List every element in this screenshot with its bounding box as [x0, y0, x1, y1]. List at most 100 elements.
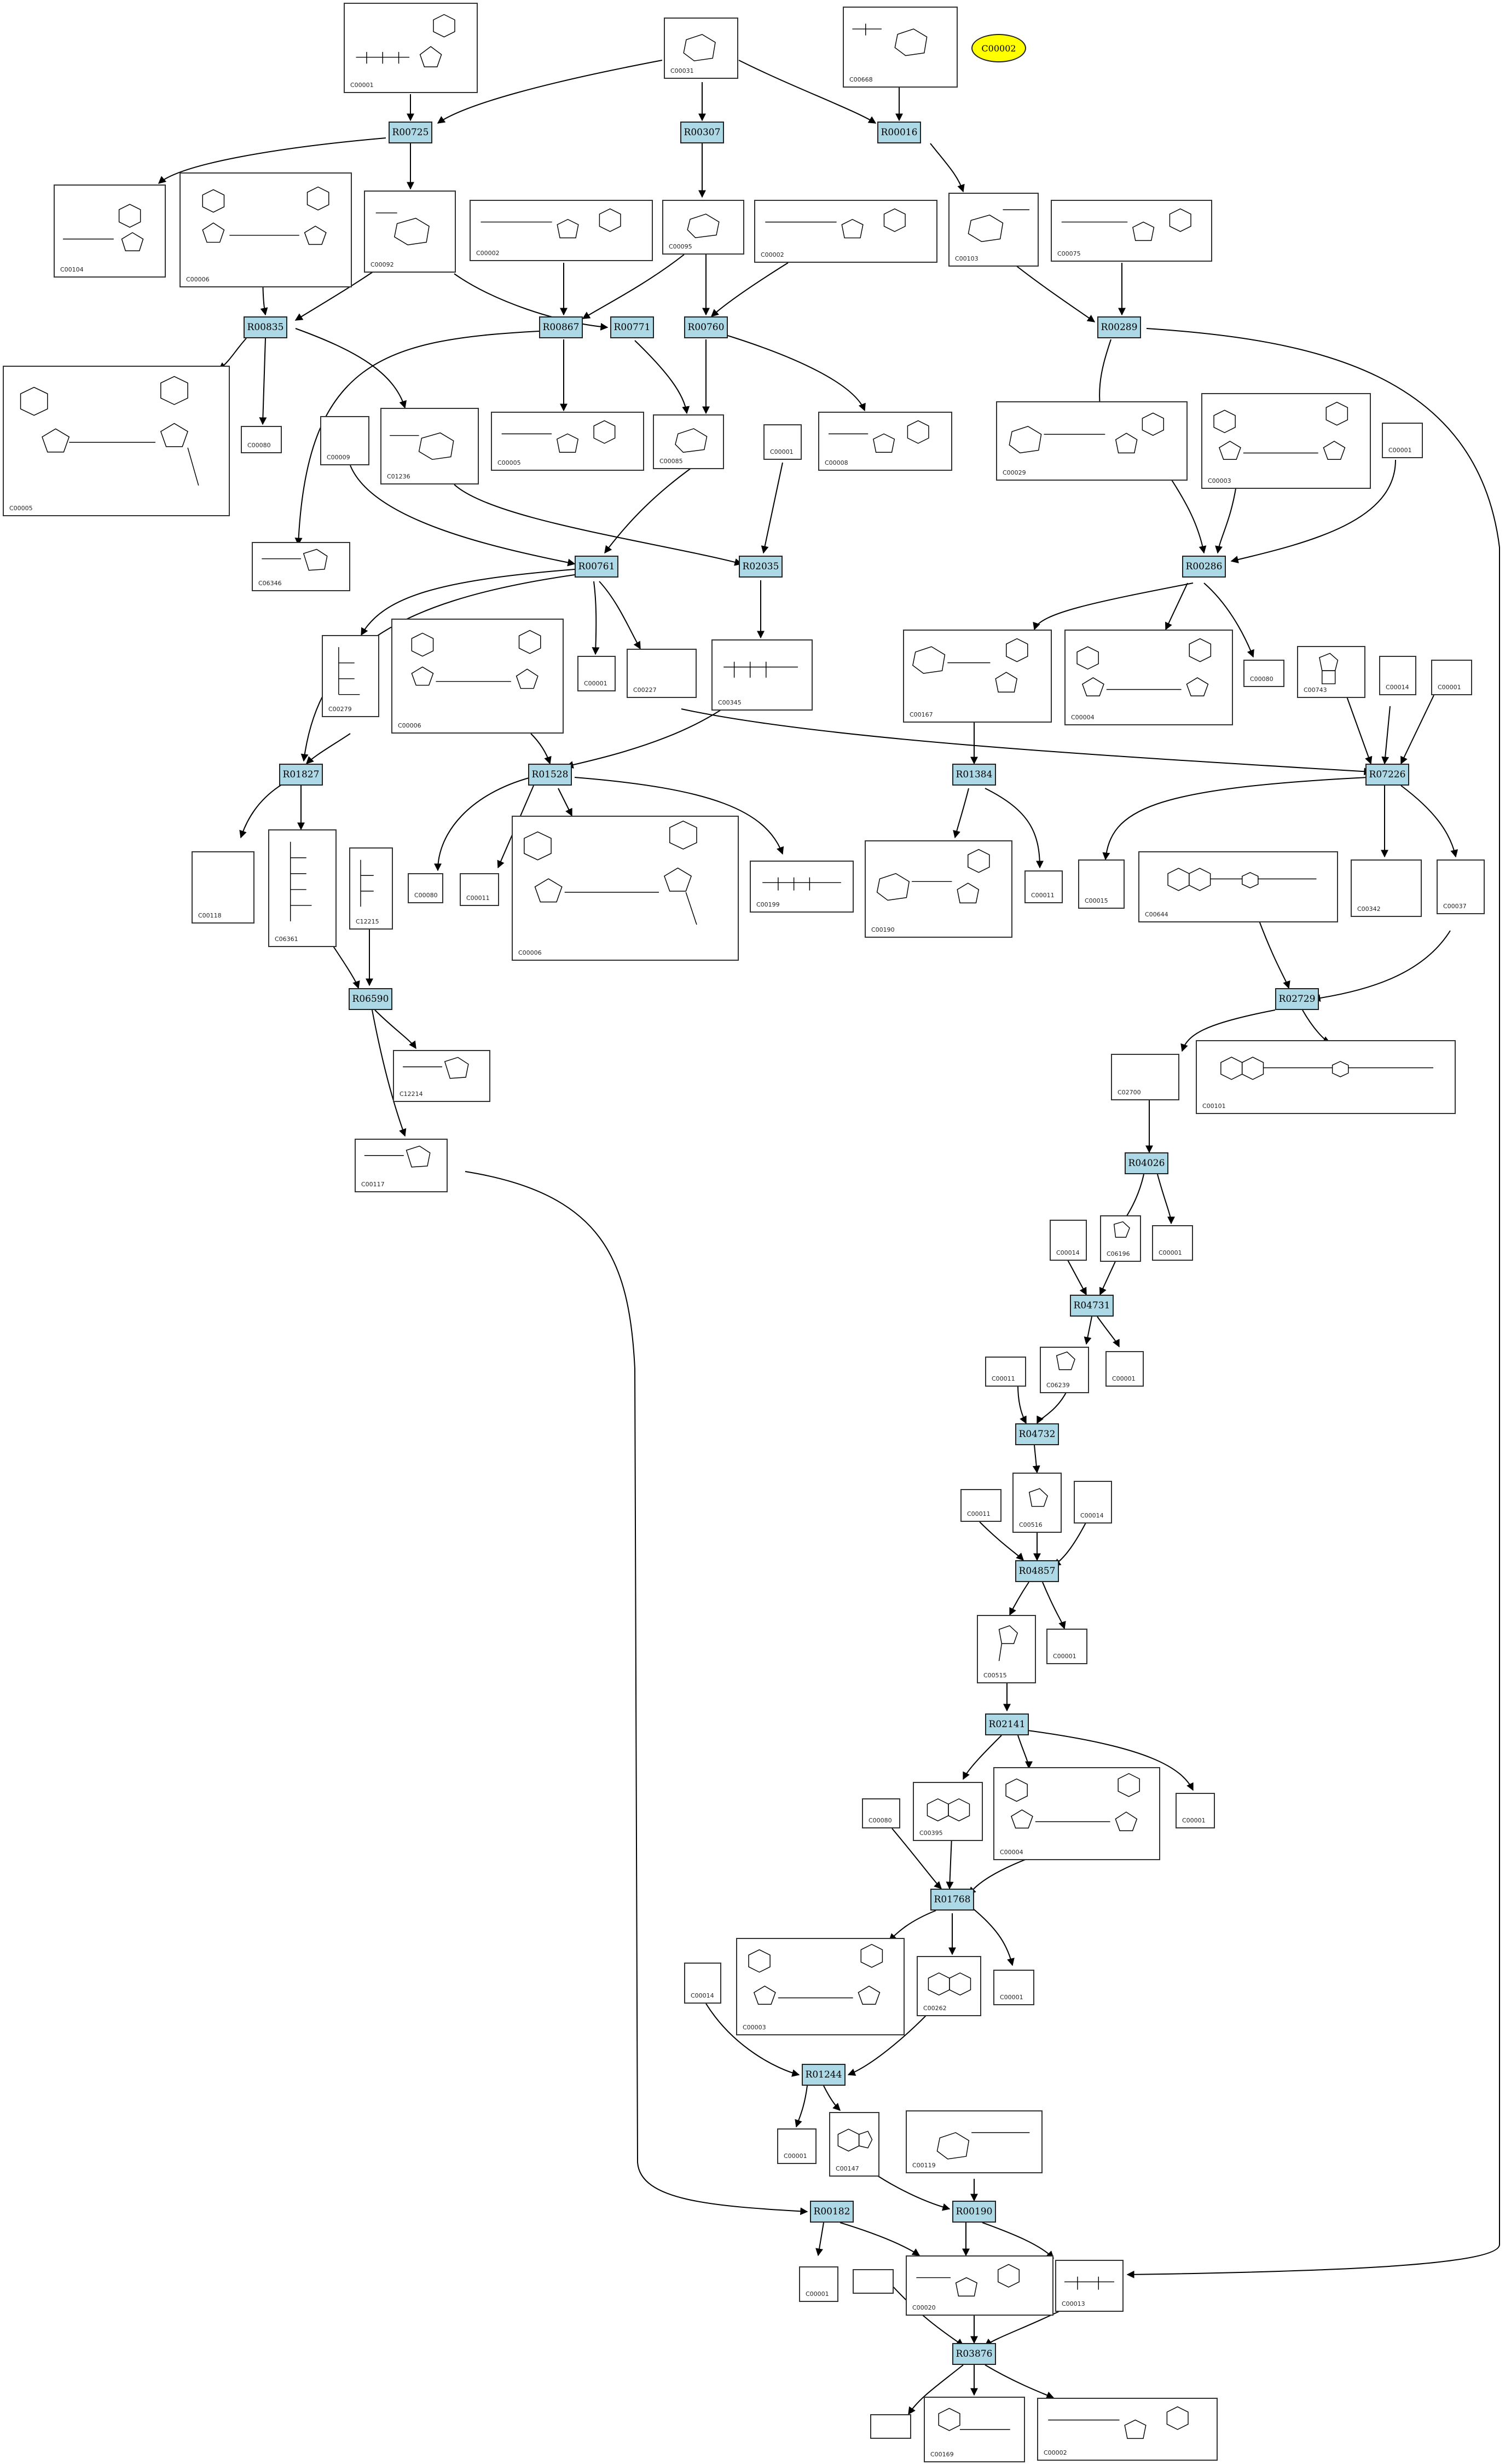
reaction-node[interactable]: R01384 — [952, 764, 996, 786]
compound-node[interactable]: C00029 — [996, 401, 1188, 481]
compound-node[interactable]: C00011 — [985, 1357, 1026, 1387]
reaction-node[interactable]: R06590 — [349, 988, 392, 1010]
compound-node[interactable]: C00002 — [470, 200, 653, 261]
compound-node[interactable]: C00006 — [391, 619, 564, 734]
compound-node[interactable]: C00119 — [906, 2110, 1043, 2173]
reaction-node[interactable]: R00286 — [1182, 556, 1226, 578]
reaction-node[interactable]: R00835 — [244, 316, 287, 338]
reaction-node[interactable]: R03876 — [952, 2343, 996, 2365]
reaction-node[interactable]: R00761 — [575, 556, 618, 578]
compound-node[interactable]: C00011 — [1024, 870, 1063, 903]
compound-node[interactable]: C00003 — [736, 1938, 905, 2035]
compound-node[interactable]: C00001 — [777, 2128, 817, 2164]
compound-node[interactable]: C00092 — [364, 191, 456, 273]
compound-node[interactable]: C00743 — [1297, 646, 1365, 698]
compound-node[interactable]: C00118 — [192, 851, 254, 924]
compound-node[interactable]: C00001 — [799, 2266, 838, 2302]
compound-node[interactable]: C06196 — [1100, 1215, 1141, 1262]
reaction-node[interactable]: R01528 — [528, 764, 572, 786]
reaction-node[interactable]: R00289 — [1097, 316, 1141, 338]
compound-node[interactable]: C00001 — [1152, 1225, 1193, 1261]
compound-node[interactable]: C00013 — [1055, 2260, 1124, 2312]
compound-node[interactable]: C00395 — [913, 1782, 983, 1841]
compound-node[interactable]: C00227 — [627, 649, 697, 698]
compound-node[interactable]: C00080 — [408, 873, 443, 903]
compound-node[interactable]: C06239 — [1040, 1347, 1089, 1393]
reaction-node[interactable]: R02141 — [985, 1713, 1029, 1735]
compound-node[interactable]: C00001 — [1105, 1351, 1144, 1387]
compound-node[interactable]: C00342 — [1351, 859, 1422, 917]
reaction-node[interactable]: R02729 — [1275, 988, 1319, 1010]
compound-node[interactable] — [853, 2269, 894, 2294]
compound-node[interactable]: C00006 — [512, 816, 739, 961]
reaction-node[interactable]: R02035 — [739, 556, 783, 578]
compound-node[interactable]: C00001 — [1046, 1629, 1087, 1664]
compound-node[interactable]: C12215 — [349, 847, 393, 930]
compound-node[interactable] — [870, 2414, 911, 2439]
compound-node[interactable]: C00005 — [3, 366, 230, 516]
reaction-node[interactable]: R00760 — [684, 316, 728, 338]
compound-node[interactable]: C00085 — [653, 414, 724, 469]
reaction-node[interactable]: R01768 — [930, 1889, 974, 1911]
compound-node[interactable]: C06346 — [252, 542, 350, 591]
reaction-node[interactable]: R04857 — [1015, 1560, 1059, 1582]
compound-node[interactable]: C00075 — [1051, 200, 1212, 262]
compound-node[interactable]: C00014 — [684, 1963, 721, 2004]
compound-node[interactable]: C00014 — [1050, 1220, 1087, 1261]
reaction-node[interactable]: R00867 — [539, 316, 583, 338]
reaction-node[interactable]: R00182 — [810, 2201, 854, 2223]
compound-node[interactable]: C00020 — [906, 2255, 1053, 2316]
compound-node[interactable]: C00516 — [1012, 1473, 1062, 1533]
compound-node[interactable]: C06361 — [268, 829, 337, 947]
compound-node[interactable]: C00001 — [577, 656, 616, 691]
compound-node[interactable]: C00001 — [1382, 423, 1423, 458]
compound-node[interactable]: C00002 — [754, 200, 937, 263]
compound-node[interactable]: C00345 — [711, 639, 813, 711]
compound-node[interactable]: C00001 — [344, 3, 478, 93]
compound-node[interactable]: C00014 — [1379, 656, 1416, 695]
reaction-node[interactable]: R00016 — [877, 122, 921, 143]
compound-node[interactable]: C00008 — [818, 412, 952, 471]
compound-node[interactable]: C00169 — [924, 2397, 1025, 2462]
compound-node[interactable]: C00190 — [865, 840, 1012, 938]
compound-node[interactable]: C00037 — [1437, 859, 1485, 914]
compound-node[interactable]: C00167 — [903, 630, 1052, 723]
compound-node[interactable]: C00003 — [1201, 393, 1371, 489]
compound-node[interactable]: C00080 — [862, 1798, 900, 1828]
reaction-node[interactable]: R01244 — [802, 2064, 846, 2086]
compound-node[interactable]: C00104 — [54, 184, 166, 278]
compound-node[interactable]: C00011 — [460, 873, 499, 906]
reaction-node[interactable]: R01827 — [279, 764, 323, 786]
compound-node[interactable]: C00199 — [750, 861, 854, 913]
compound-node[interactable]: C00011 — [960, 1489, 1001, 1522]
compound-node[interactable]: C00002 — [1037, 2398, 1218, 2461]
compound-node[interactable]: C00103 — [948, 193, 1039, 267]
compound-node[interactable]: C00004 — [993, 1767, 1160, 1860]
reaction-node[interactable]: R00190 — [952, 2201, 996, 2223]
compound-node[interactable]: C00014 — [1074, 1481, 1112, 1524]
compound-node[interactable]: C00004 — [1064, 630, 1233, 725]
reaction-node[interactable]: R00771 — [610, 316, 654, 338]
reaction-node[interactable]: R04731 — [1070, 1295, 1114, 1317]
compound-node[interactable]: C00101 — [1196, 1040, 1456, 1114]
compound-node[interactable]: C00009 — [320, 416, 369, 465]
compound-node[interactable]: C12214 — [393, 1050, 490, 1102]
compound-node[interactable]: C00015 — [1078, 859, 1125, 909]
reaction-node[interactable]: R04026 — [1125, 1152, 1168, 1174]
compound-node[interactable]: C00001 — [1431, 660, 1472, 695]
reaction-node[interactable]: R04732 — [1015, 1423, 1059, 1445]
compound-node[interactable]: C00644 — [1138, 851, 1338, 922]
compound-node[interactable]: C00147 — [829, 2112, 879, 2177]
compound-node[interactable]: C00515 — [977, 1615, 1036, 1683]
highlight-compound-node[interactable]: C00002 — [971, 34, 1026, 62]
compound-node[interactable]: C00095 — [662, 200, 744, 255]
reaction-node[interactable]: R07226 — [1365, 764, 1409, 786]
compound-node[interactable]: C00262 — [917, 1956, 981, 2016]
compound-node[interactable]: C00031 — [664, 18, 738, 79]
reaction-node[interactable]: R00307 — [680, 122, 724, 143]
compound-node[interactable]: C00005 — [491, 412, 644, 471]
compound-node[interactable]: C00006 — [180, 172, 352, 287]
compound-node[interactable]: C00080 — [1243, 660, 1284, 687]
reaction-node[interactable]: R00725 — [389, 122, 432, 143]
compound-node[interactable]: C00001 — [763, 424, 802, 460]
